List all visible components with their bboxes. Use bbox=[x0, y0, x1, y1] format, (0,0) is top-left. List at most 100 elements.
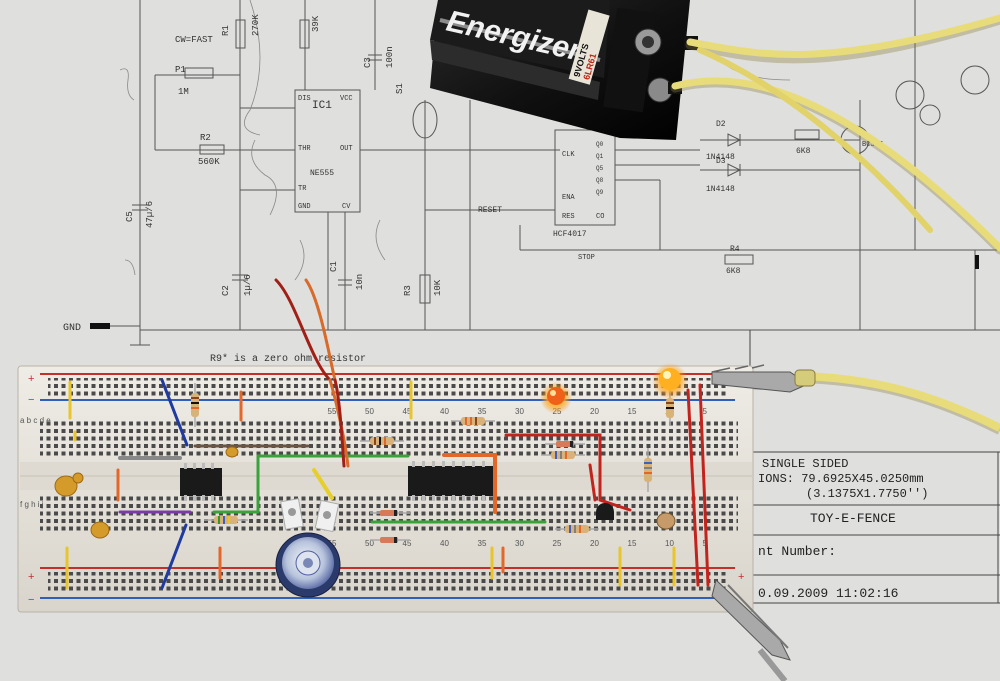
svg-text:10K: 10K bbox=[433, 279, 443, 296]
svg-text:THR: THR bbox=[298, 145, 311, 153]
svg-text:ENA: ENA bbox=[562, 194, 575, 202]
column-number-40-top: 40 bbox=[440, 407, 449, 416]
column-number-55-top: 55 bbox=[328, 407, 337, 416]
svg-text:C3: C3 bbox=[363, 57, 373, 68]
ic-ne555 bbox=[180, 468, 222, 496]
svg-text:D2: D2 bbox=[716, 120, 726, 129]
svg-text:RES: RES bbox=[562, 213, 575, 221]
transistors bbox=[596, 503, 676, 530]
svg-text:CW=FAST: CW=FAST bbox=[175, 35, 213, 45]
svg-text:R2: R2 bbox=[200, 133, 211, 143]
rail-plus-bottom-left: + bbox=[28, 571, 34, 583]
svg-text:DIS: DIS bbox=[298, 95, 311, 103]
svg-text:RESET: RESET bbox=[478, 206, 502, 215]
svg-text:R4: R4 bbox=[730, 245, 740, 254]
svg-text:HCF4017: HCF4017 bbox=[553, 230, 587, 239]
row-letters-top: a b c d e bbox=[20, 416, 51, 425]
svg-text:CO: CO bbox=[596, 213, 604, 221]
svg-text:1µ/6: 1µ/6 bbox=[243, 274, 253, 296]
svg-text:1N4148: 1N4148 bbox=[706, 153, 735, 162]
potentiometer bbox=[275, 498, 341, 598]
diodes bbox=[370, 441, 585, 543]
title-block-line3: (3.1375X1.7750'') bbox=[806, 487, 928, 501]
column-number-5-top: 5 bbox=[703, 407, 708, 416]
column-number-35-bottom: 35 bbox=[478, 539, 487, 548]
svg-text:S1: S1 bbox=[395, 83, 405, 94]
title-block-line2: IONS: 79.6925X45.0250mm bbox=[758, 472, 924, 486]
svg-text:IC1: IC1 bbox=[312, 100, 332, 112]
svg-text:Q0: Q0 bbox=[596, 141, 604, 148]
svg-text:TR: TR bbox=[298, 185, 307, 193]
column-number-40-bottom: 40 bbox=[440, 539, 449, 548]
title-block-part-number: nt Number: bbox=[758, 544, 836, 559]
svg-text:C5: C5 bbox=[125, 211, 135, 222]
svg-text:CLK: CLK bbox=[562, 151, 575, 159]
svg-text:STOP: STOP bbox=[578, 254, 595, 262]
battery-leads bbox=[670, 14, 1000, 255]
capacitors bbox=[54, 446, 239, 539]
svg-text:Q9: Q9 bbox=[596, 189, 604, 196]
svg-text:R3: R3 bbox=[403, 285, 413, 296]
svg-text:1M: 1M bbox=[178, 87, 189, 97]
schematic-labels: CW=FAST P1 1M R1 270K 39K R2 560K C5 47µ… bbox=[63, 14, 883, 365]
svg-text:D3: D3 bbox=[716, 157, 726, 166]
column-number-15-top: 15 bbox=[628, 407, 637, 416]
rail-plus-top-left: + bbox=[28, 373, 34, 385]
svg-text:Q1: Q1 bbox=[596, 153, 604, 160]
svg-text:6K8: 6K8 bbox=[796, 147, 811, 156]
svg-text:NE555: NE555 bbox=[310, 169, 334, 178]
column-number-45-top: 45 bbox=[403, 407, 412, 416]
column-number-50-top: 50 bbox=[365, 407, 374, 416]
svg-text:CV: CV bbox=[342, 203, 351, 211]
column-number-25-bottom: 25 bbox=[553, 539, 562, 548]
svg-text:1N4148: 1N4148 bbox=[706, 185, 735, 194]
leds bbox=[540, 363, 688, 414]
title-block: SINGLE SIDED IONS: 79.6925X45.0250mm (3.… bbox=[749, 330, 1000, 604]
svg-text:6K8: 6K8 bbox=[726, 267, 741, 276]
column-number-30-bottom: 30 bbox=[515, 539, 524, 548]
svg-text:270K: 270K bbox=[251, 14, 261, 36]
rail-minus-top-left: − bbox=[28, 394, 34, 406]
svg-text:47µ/6: 47µ/6 bbox=[145, 201, 155, 228]
svg-text:C2: C2 bbox=[221, 285, 231, 296]
svg-text:100n: 100n bbox=[385, 46, 395, 68]
column-number-45-bottom: 45 bbox=[403, 539, 412, 548]
svg-text:BC337: BC337 bbox=[862, 141, 883, 149]
svg-text:C1: C1 bbox=[329, 261, 339, 272]
svg-text:GND: GND bbox=[298, 203, 311, 211]
ic-chips bbox=[180, 461, 496, 501]
column-number-50-bottom: 50 bbox=[365, 539, 374, 548]
column-number-20-bottom: 20 bbox=[590, 539, 599, 548]
alligator-clips bbox=[711, 364, 1000, 681]
row-letters-bottom: f g h i j bbox=[20, 500, 44, 509]
svg-text:39K: 39K bbox=[311, 15, 321, 32]
schematic-drawing bbox=[90, 0, 1000, 346]
breadboard: + − + − + + a b c d e f g h i j 55555050… bbox=[17, 365, 762, 613]
svg-text:OUT: OUT bbox=[340, 145, 353, 153]
battery-9v: Energizer 9VOLTS 6LR61 bbox=[430, 0, 698, 140]
column-number-30-top: 30 bbox=[515, 407, 524, 416]
jumper-wires bbox=[65, 278, 710, 590]
svg-text:560K: 560K bbox=[198, 157, 220, 167]
svg-text:Q8: Q8 bbox=[596, 177, 604, 184]
svg-text:VCC: VCC bbox=[340, 95, 353, 103]
rail-minus-bottom-left: − bbox=[28, 594, 34, 606]
svg-text:GND: GND bbox=[63, 323, 81, 334]
rail-plus-bottom-right: + bbox=[738, 571, 744, 583]
svg-text:Q5: Q5 bbox=[596, 165, 604, 172]
column-number-15-bottom: 15 bbox=[628, 539, 637, 548]
resistors bbox=[191, 383, 674, 533]
column-number-35-top: 35 bbox=[478, 407, 487, 416]
svg-text:10n: 10n bbox=[355, 274, 365, 290]
column-number-20-top: 20 bbox=[590, 407, 599, 416]
title-block-line1: SINGLE SIDED bbox=[762, 457, 848, 471]
ic-hcf4017 bbox=[408, 466, 496, 496]
title-block-date: 0.09.2009 11:02:16 bbox=[758, 586, 898, 601]
title-block-title: TOY-E-FENCE bbox=[810, 511, 896, 526]
svg-text:R9* is a zero ohm resistor: R9* is a zero ohm resistor bbox=[210, 353, 366, 365]
svg-text:R1: R1 bbox=[221, 25, 231, 36]
svg-text:P1: P1 bbox=[175, 65, 186, 75]
gnd-bar bbox=[90, 323, 110, 329]
column-number-10-bottom: 10 bbox=[665, 539, 674, 548]
